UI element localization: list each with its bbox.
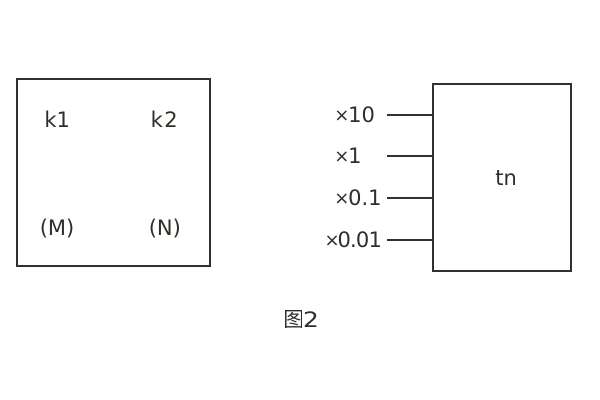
multiply-sign: × (324, 229, 340, 251)
terminal-label-k2: k2 (150, 107, 180, 132)
multiply-sign: × (334, 146, 350, 168)
multiplier-box-label: tn (495, 166, 517, 191)
wire-x1 (387, 155, 433, 158)
multiply-sign: × (334, 188, 350, 210)
multiplier-label-x10: ×10 (334, 105, 375, 127)
terminal-box (15, 77, 211, 267)
multiplier-value: 1 (348, 144, 362, 169)
multiply-sign: × (334, 105, 350, 127)
wire-x0.01 (387, 239, 433, 241)
terminal-label-k1: k1 (44, 107, 70, 132)
multiplier-value: 0.01 (337, 227, 382, 252)
multiplier-label-x0.01: ×0.01 (324, 227, 382, 252)
multiplier-box (431, 82, 572, 272)
multiplier-value: 0.1 (348, 186, 382, 211)
multiplier-label-x0.1: ×0.1 (334, 188, 381, 210)
terminal-label-n: (N) (148, 216, 181, 241)
terminal-label-m: (M) (39, 216, 75, 241)
wire-x10 (387, 114, 433, 116)
multiplier-label-x1: ×1 (334, 146, 361, 168)
caption-zh-char-tu (284, 309, 302, 328)
multiplier-value: 10 (348, 103, 375, 128)
wire-x0.1 (387, 197, 433, 200)
caption-figure-number: 2 (302, 307, 319, 332)
